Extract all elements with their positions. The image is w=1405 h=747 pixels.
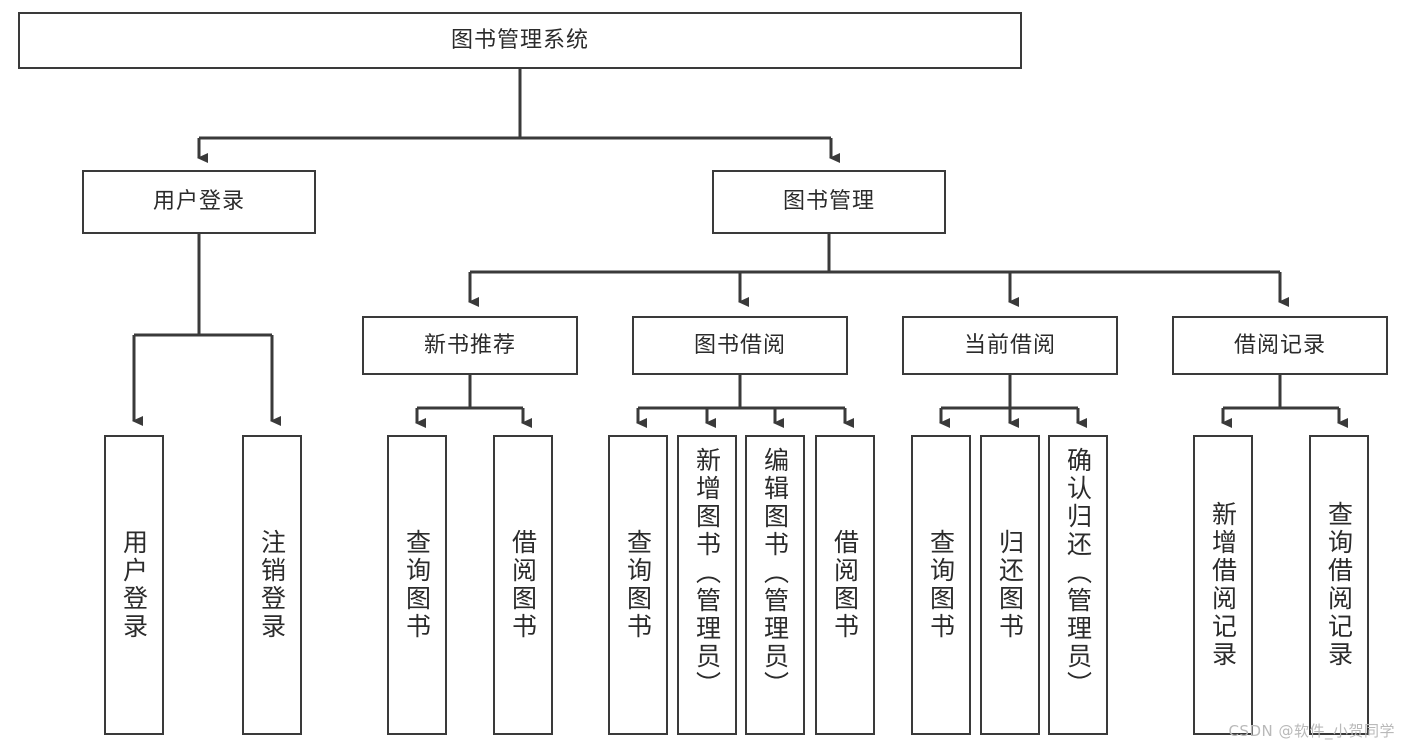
leaf-confirm-return-admin[interactable]: 确认归还（管理员） — [1048, 435, 1108, 735]
node-label: 查询图书 — [623, 529, 653, 641]
node-label: 查询图书 — [402, 529, 432, 641]
node-label: 确认归还（管理员） — [1063, 447, 1093, 699]
node-label: 归还图书 — [995, 529, 1025, 641]
leaf-user-login[interactable]: 用户登录 — [104, 435, 164, 735]
node-label: 新书推荐 — [423, 332, 516, 358]
leaf-add-book-admin[interactable]: 新增图书（管理员） — [677, 435, 737, 735]
node-new-book-recommend[interactable]: 新书推荐 — [362, 316, 578, 375]
node-label: 注销登录 — [257, 529, 287, 641]
node-label: 借阅图书 — [830, 529, 860, 641]
node-label: 当前借阅 — [963, 332, 1056, 358]
leaf-query-book-current[interactable]: 查询图书 — [911, 435, 971, 735]
node-root-library-system[interactable]: 图书管理系统 — [18, 12, 1022, 69]
node-label: 编辑图书（管理员） — [760, 447, 790, 699]
node-book-borrow[interactable]: 图书借阅 — [632, 316, 848, 375]
csdn-watermark: CSDN @软件_小贺同学 — [1228, 722, 1395, 740]
node-borrow-records[interactable]: 借阅记录 — [1172, 316, 1388, 375]
leaf-query-book-recommend[interactable]: 查询图书 — [387, 435, 447, 735]
node-label: 图书管理系统 — [450, 27, 589, 53]
leaf-borrow-book-recommend[interactable]: 借阅图书 — [493, 435, 553, 735]
node-user-login[interactable]: 用户登录 — [82, 170, 316, 234]
node-label: 查询图书 — [926, 529, 956, 641]
node-label: 新增图书（管理员） — [692, 447, 722, 699]
node-book-management[interactable]: 图书管理 — [712, 170, 946, 234]
node-label: 图书借阅 — [693, 332, 786, 358]
node-label: 借阅记录 — [1233, 332, 1326, 358]
leaf-query-borrow-record[interactable]: 查询借阅记录 — [1309, 435, 1369, 735]
node-label: 新增借阅记录 — [1208, 501, 1238, 669]
leaf-logout-login[interactable]: 注销登录 — [242, 435, 302, 735]
node-label: 用户登录 — [152, 189, 245, 215]
node-label: 查询借阅记录 — [1324, 501, 1354, 669]
leaf-borrow-book[interactable]: 借阅图书 — [815, 435, 875, 735]
node-label: 用户登录 — [119, 529, 149, 641]
leaf-edit-book-admin[interactable]: 编辑图书（管理员） — [745, 435, 805, 735]
node-label: 借阅图书 — [508, 529, 538, 641]
leaf-query-book-borrow[interactable]: 查询图书 — [608, 435, 668, 735]
leaf-return-book[interactable]: 归还图书 — [980, 435, 1040, 735]
leaf-add-borrow-record[interactable]: 新增借阅记录 — [1193, 435, 1253, 735]
node-current-borrow[interactable]: 当前借阅 — [902, 316, 1118, 375]
node-label: 图书管理 — [782, 189, 875, 215]
